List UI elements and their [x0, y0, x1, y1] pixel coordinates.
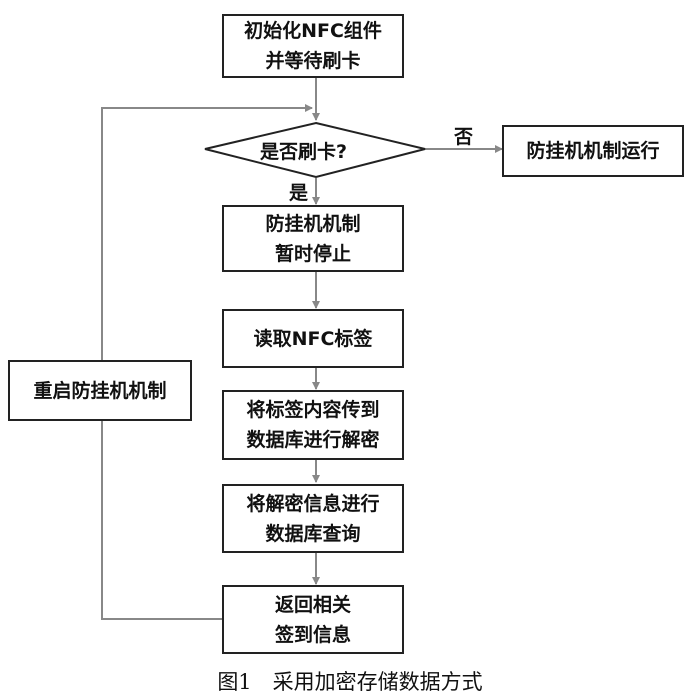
return-info-line-1: 返回相关 [274, 593, 351, 616]
figure-caption: 图1 采用加密存储数据方式 [217, 670, 483, 694]
return-info-line-2: 签到信息 [274, 623, 351, 646]
read-tag-text: 读取NFC标签 [253, 327, 373, 350]
anti-pause-line-1: 防挂机机制 [265, 212, 361, 235]
anti-pause-line-2: 暂时停止 [274, 242, 351, 265]
transmit-box: 将标签内容传到数据库进行解密 [222, 390, 404, 460]
anti-run-text: 防挂机机制运行 [526, 140, 660, 162]
init-box: 初始化NFC组件并等待刷卡 [222, 14, 404, 78]
transmit-line-2: 数据库进行解密 [246, 429, 380, 451]
anti-pause-box: 防挂机机制暂时停止 [222, 205, 404, 272]
init-line-2: 并等待刷卡 [265, 50, 361, 72]
no-label: 否 [454, 126, 474, 148]
return-info-box: 返回相关签到信息 [222, 585, 404, 654]
query-line-2: 数据库查询 [265, 522, 361, 545]
query-line-1: 将解密信息进行 [246, 492, 380, 515]
read-tag-box: 读取NFC标签 [222, 309, 404, 368]
query-box: 将解密信息进行数据库查询 [222, 484, 404, 553]
anti-run-box: 防挂机机制运行 [502, 125, 684, 177]
init-line-1: 初始化NFC组件 [244, 20, 382, 42]
yes-label: 是 [289, 182, 309, 204]
decision-diamond [204, 121, 426, 179]
decision-label: 是否刷卡? [260, 141, 348, 163]
restart-text: 重启防挂机机制 [33, 379, 167, 402]
restart-box: 重启防挂机机制 [8, 360, 192, 421]
transmit-line-1: 将标签内容传到 [246, 399, 380, 421]
